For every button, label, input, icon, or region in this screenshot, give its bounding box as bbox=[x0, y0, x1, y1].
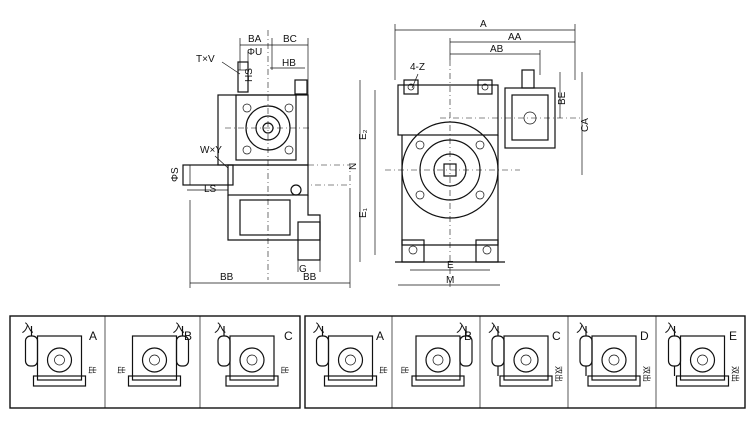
dim-BA: BA bbox=[248, 34, 262, 45]
arrangement-panel-d: 入 D 双出 bbox=[576, 321, 652, 387]
out-label: 出 bbox=[88, 366, 98, 374]
arrangement-panel-a: 入 A 出 bbox=[313, 321, 389, 387]
dim-CA: CA bbox=[580, 118, 591, 132]
in-label: 入 bbox=[488, 321, 500, 335]
panel-letter: A bbox=[376, 329, 384, 343]
dim-A: A bbox=[480, 19, 487, 30]
out-label: 出 bbox=[400, 366, 410, 374]
side-view: BA BC ΦU HB T×V HS W×Y ΦS LS bbox=[170, 30, 351, 288]
dim-AA: AA bbox=[508, 32, 522, 43]
dim-E: E bbox=[447, 260, 454, 271]
dim-Z: 4-Z bbox=[410, 62, 425, 73]
panel-letter: C bbox=[552, 329, 561, 343]
in-label: 入 bbox=[173, 321, 185, 335]
in-label: 入 bbox=[456, 321, 468, 335]
dim-BE: BE bbox=[557, 91, 568, 105]
in-label: 入 bbox=[665, 321, 677, 335]
front-view: A AA AB 4-Z BE CA bbox=[348, 19, 591, 290]
arrangement-panel-b: 入B 出 bbox=[117, 321, 192, 387]
arrangement-panel-b: 入B 出 bbox=[400, 321, 473, 387]
arrangement-panel-a: 入 A 出 bbox=[22, 321, 98, 387]
out-label: 出 bbox=[379, 366, 389, 374]
dim-N: N bbox=[348, 163, 359, 170]
panel-letter: A bbox=[89, 329, 97, 343]
in-label: 入 bbox=[214, 321, 226, 335]
dim-WxY: W×Y bbox=[200, 145, 222, 156]
out-label: 双出 bbox=[554, 366, 564, 382]
panel-letter: B bbox=[184, 329, 192, 343]
dim-LS: LS bbox=[204, 184, 217, 195]
dim-S: ΦS bbox=[170, 167, 181, 182]
in-label: 入 bbox=[313, 321, 325, 335]
dim-HS: HS bbox=[244, 68, 255, 82]
dim-BB-right: BB bbox=[303, 272, 317, 283]
dim-U: ΦU bbox=[247, 47, 262, 58]
arrangement-panel-e: 入 E 双出 bbox=[665, 321, 741, 387]
in-label: 入 bbox=[22, 321, 34, 335]
dim-M: M bbox=[446, 275, 454, 286]
dim-HB: HB bbox=[282, 58, 296, 69]
dim-G: G bbox=[299, 264, 307, 275]
in-label: 入 bbox=[576, 321, 588, 335]
dim-TxV: T×V bbox=[196, 54, 215, 65]
panel-letter: B bbox=[464, 329, 472, 343]
arrangement-panel-c: 入 C 出 bbox=[214, 321, 293, 387]
out-label: 出 bbox=[280, 366, 290, 374]
out-label: 双出 bbox=[731, 366, 741, 382]
panel-letter: E bbox=[729, 329, 737, 343]
dim-E1: E₁ bbox=[358, 207, 369, 218]
out-label: 出 bbox=[117, 366, 127, 374]
panel-letter: D bbox=[640, 329, 649, 343]
dim-BC: BC bbox=[283, 34, 297, 45]
dim-BB-left: BB bbox=[220, 272, 234, 283]
out-label: 双出 bbox=[642, 366, 652, 382]
arrangement-panel-c: 入 C 双出 bbox=[488, 321, 564, 387]
dim-AB: AB bbox=[490, 44, 504, 55]
dim-E2: E₂ bbox=[358, 129, 369, 140]
panel-letter: C bbox=[284, 329, 293, 343]
